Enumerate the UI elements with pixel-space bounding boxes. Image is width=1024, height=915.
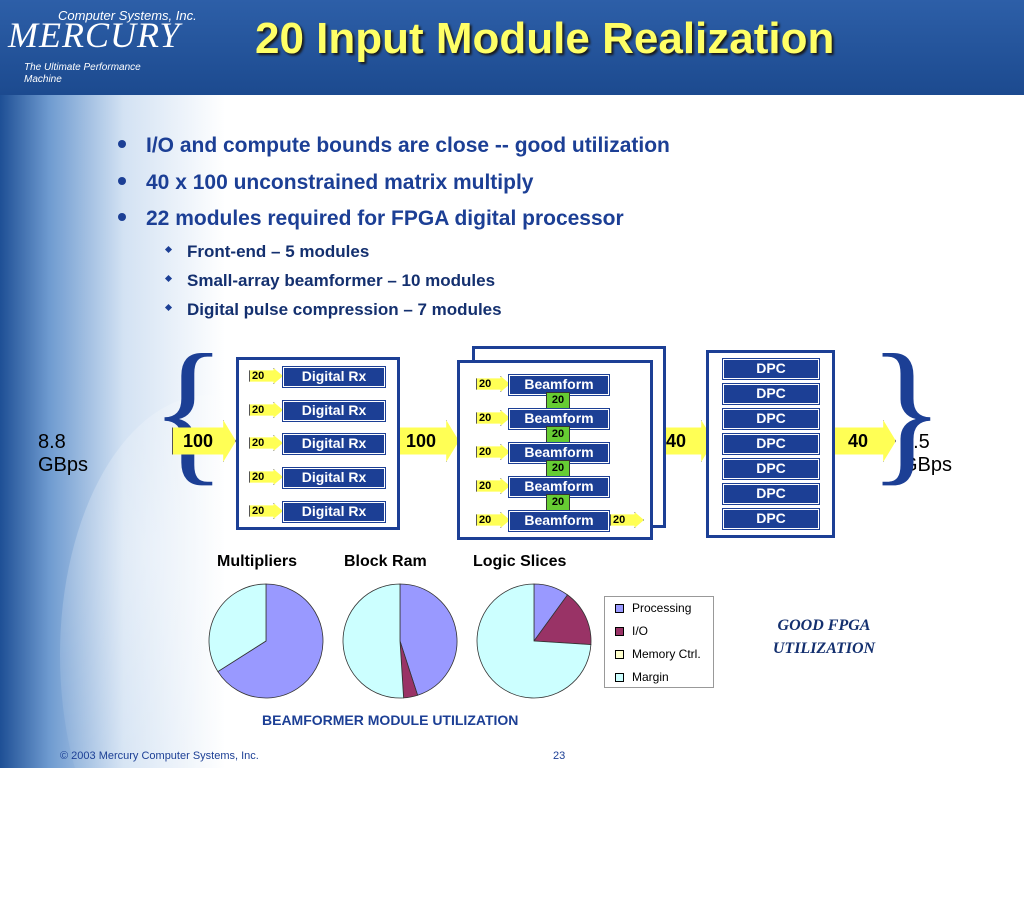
input-link-arrow: 20 [249, 503, 283, 519]
input-link-arrow: 20 [476, 376, 510, 392]
bullet-item: 22 modules required for FPGA digital pro… [118, 207, 624, 231]
footer-copyright: © 2003 Mercury Computer Systems, Inc. [60, 750, 259, 762]
output-rate: 6.5 GBps [902, 431, 953, 476]
legend-swatch [615, 627, 624, 637]
flow-arrow: 40 [832, 420, 896, 462]
legend-item: Processing [615, 601, 691, 615]
legend-item: I/O [615, 624, 648, 638]
bullet-dot-icon [118, 140, 126, 149]
diamond-bullet-icon [164, 245, 173, 254]
bullet-item: 40 x 100 unconstrained matrix multiply [118, 171, 533, 195]
input-link-arrow: 20 [249, 368, 283, 384]
beamform-block: Beamform [509, 477, 609, 497]
header-bar [0, 0, 1024, 95]
digital-rx-module: 20 Digital Rx 20 Digital Rx 20 Digital R… [236, 357, 400, 530]
left-brace: { [150, 321, 227, 499]
logo-tagline: The Ultimate Performance Machine [24, 62, 141, 85]
chart-title-block-ram: Block Ram [344, 553, 427, 570]
digital-rx-block: Digital Rx [283, 434, 385, 454]
sub-bullet-item: Digital pulse compression – 7 modules [164, 300, 502, 320]
legend-swatch [615, 673, 624, 683]
digital-rx-block: Digital Rx [283, 367, 385, 387]
beamform-block: Beamform [509, 409, 609, 429]
logo: MERCURY [8, 15, 181, 55]
chart-title-logic-slices: Logic Slices [473, 553, 567, 570]
digital-rx-block: Digital Rx [283, 401, 385, 421]
output-link-arrow: 20 [610, 512, 644, 528]
page-number: 23 [553, 750, 566, 762]
good-utilization-note: GOOD FPGA UTILIZATION [772, 617, 876, 657]
pie-slice-margin [476, 583, 592, 699]
dpc-module: DPC DPC DPC DPC DPC DPC DPC [706, 350, 835, 538]
beamform-module: 20 Beamform 20 20 Beamform 20 20 Beamfor… [457, 360, 653, 540]
cascade-arrow: 20 [546, 392, 570, 410]
bullet-item: I/O and compute bounds are close -- good… [118, 134, 670, 158]
pie-slice-processing [533, 583, 569, 643]
input-link-arrow: 20 [249, 469, 283, 485]
dpc-block: DPC [723, 409, 819, 429]
diamond-bullet-icon [164, 303, 173, 312]
pie-slice-processing [399, 583, 458, 696]
bullet-dot-icon [118, 177, 126, 186]
dpc-block: DPC [723, 384, 819, 404]
diamond-bullet-icon [164, 274, 173, 283]
input-link-arrow: 20 [476, 512, 510, 528]
dpc-block: DPC [723, 484, 819, 504]
chart-caption: BEAMFORMER MODULE UTILIZATION [262, 712, 519, 728]
input-link-arrow: 20 [249, 402, 283, 418]
cascade-arrow: 20 [546, 494, 570, 512]
sub-bullet-item: Small-array beamformer – 10 modules [164, 271, 495, 291]
input-link-arrow: 20 [249, 435, 283, 451]
bullet-dot-icon [118, 213, 126, 222]
slide-title: 20 Input Module Realization [255, 14, 835, 63]
chart-title-multipliers: Multipliers [217, 553, 298, 570]
flow-arrow: 100 [395, 420, 459, 462]
sub-bullet-item: Front-end – 5 modules [164, 242, 369, 262]
legend-item: Margin [615, 670, 669, 684]
beamform-block: Beamform [509, 375, 609, 395]
legend-item: Memory Ctrl. [615, 647, 701, 661]
input-link-arrow: 20 [476, 478, 510, 494]
legend-swatch [615, 650, 624, 660]
legend-swatch [615, 604, 624, 614]
pie-slice-i-o [533, 594, 592, 646]
digital-rx-block: Digital Rx [283, 502, 385, 522]
input-rate: 8.8 GBps [38, 431, 89, 476]
dpc-block: DPC [723, 459, 819, 479]
input-link-arrow: 20 [476, 444, 510, 460]
dpc-block: DPC [723, 434, 819, 454]
dpc-block: DPC [723, 509, 819, 529]
cascade-arrow: 20 [546, 426, 570, 444]
pie-slice-i-o [399, 640, 419, 699]
beamform-block: Beamform [509, 511, 609, 531]
right-brace: } [868, 321, 945, 499]
dpc-block: DPC [723, 359, 819, 379]
cascade-arrow: 20 [546, 460, 570, 478]
digital-rx-block: Digital Rx [283, 468, 385, 488]
chart-legend: Processing I/O Memory Ctrl. Margin [604, 596, 714, 688]
input-link-arrow: 20 [476, 410, 510, 426]
logo-company: Computer Systems, Inc. [58, 8, 197, 23]
